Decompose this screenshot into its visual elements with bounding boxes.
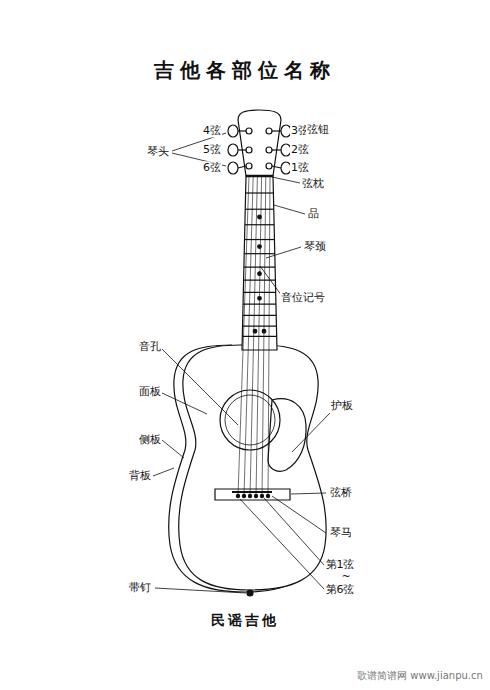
strap-button xyxy=(247,590,253,596)
part-label: 背板 xyxy=(128,469,152,482)
part-label: 弦桥 xyxy=(329,486,353,499)
part-label: ~ xyxy=(340,570,351,583)
part-label: 2弦 xyxy=(290,143,310,156)
part-label: 音孔 xyxy=(138,340,162,353)
sound-hole xyxy=(220,390,280,450)
part-label: 弦钮 xyxy=(306,123,330,136)
part-label: 琴马 xyxy=(329,526,353,539)
part-label: 6弦 xyxy=(202,161,222,174)
watermark: 歌谱简谱网 www.jianpu.cn xyxy=(356,670,484,682)
strings xyxy=(238,176,270,496)
headstock xyxy=(238,110,281,176)
part-label: 侧板 xyxy=(138,433,162,446)
nut xyxy=(246,175,273,178)
part-label: 1弦 xyxy=(290,161,310,174)
part-label: 5弦 xyxy=(202,143,222,156)
part-label: 面板 xyxy=(138,385,162,398)
part-label: 弦枕 xyxy=(301,177,325,190)
part-label: 品 xyxy=(307,207,320,220)
part-label: 护板 xyxy=(330,399,354,412)
pickguard xyxy=(268,399,306,472)
part-label: 4弦 xyxy=(202,124,222,137)
leader-lines xyxy=(153,130,330,593)
part-label: 音位记号 xyxy=(280,291,326,304)
bridge xyxy=(215,489,290,500)
title: 吉他各部位名称 xyxy=(153,58,337,82)
caption: 民谣吉他 xyxy=(210,612,280,629)
tuners xyxy=(228,125,291,174)
part-label: 琴头 xyxy=(146,145,170,158)
part-label: 带钉 xyxy=(128,581,152,594)
neck xyxy=(242,176,277,350)
part-label: 第6弦 xyxy=(325,583,356,596)
bridge-pins xyxy=(236,494,269,497)
part-label: 琴颈 xyxy=(303,240,327,253)
